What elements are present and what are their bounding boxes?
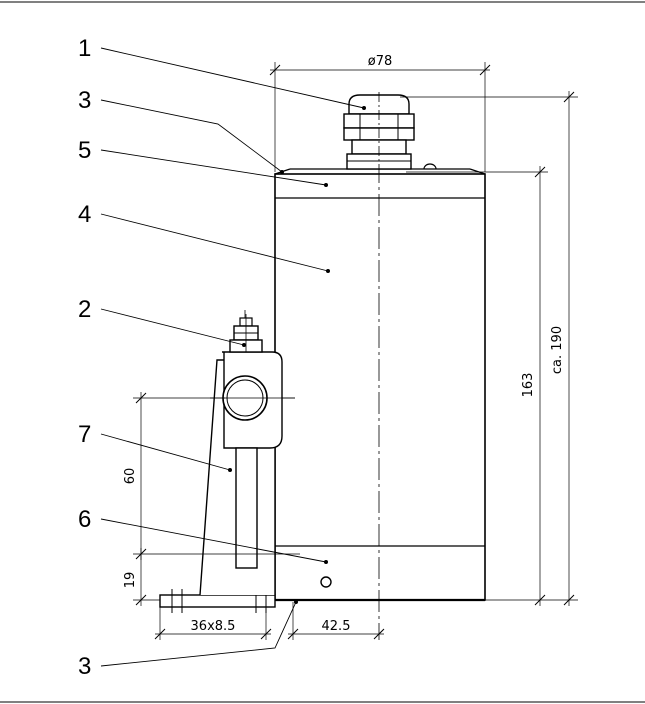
leader-7-dot — [228, 468, 232, 472]
dim-60-label: 60 — [123, 468, 138, 485]
bracket-slot — [235, 447, 258, 569]
dim-19-tick-bottom — [135, 594, 147, 606]
leader-2-dot — [242, 343, 246, 347]
dim-body-height: 163 — [406, 166, 548, 606]
dim-diameter-tick-left — [269, 64, 281, 76]
leader-7 — [100, 433, 231, 471]
leader-3-bottom-dot — [294, 600, 298, 604]
bottom-hole — [320, 576, 332, 588]
leader-2 — [100, 308, 245, 346]
lid-bevel-right — [469, 168, 486, 175]
cable-gland — [343, 92, 415, 170]
dim-slot: 36x8.5 — [154, 607, 272, 640]
leader-6-dot — [324, 560, 328, 564]
dim-190-label: ca. 190 — [550, 326, 565, 374]
leader-1 — [100, 47, 365, 109]
leader-4-dot — [326, 269, 330, 273]
callout-3-top: 3 — [78, 87, 91, 114]
dim-19-label: 19 — [123, 572, 138, 589]
lid-screw — [423, 163, 437, 170]
leader-3-top — [100, 99, 283, 173]
callout-1: 1 — [78, 35, 91, 62]
dim-base-height: 19 — [123, 548, 160, 606]
dim-offset: 42.5 — [287, 602, 385, 640]
dim-163-tick-bottom — [534, 594, 546, 606]
leader-5 — [100, 149, 327, 186]
callout-6: 6 — [78, 506, 91, 533]
dim-60-tick-top — [135, 392, 147, 404]
dim-diameter: ø78 — [269, 54, 491, 172]
cylinder-outline — [274, 173, 486, 601]
adjusting-screw — [229, 314, 263, 353]
mounting-bracket — [159, 351, 295, 613]
dim-190-tick-bottom — [563, 594, 575, 606]
leader-6 — [100, 518, 327, 563]
dim-diameter-label: ø78 — [368, 54, 393, 69]
leader-3-bottom — [100, 601, 297, 667]
leader-4 — [100, 213, 329, 272]
callout-2: 2 — [78, 296, 91, 323]
dim-diameter-tick-right — [479, 64, 491, 76]
dim-bracket-height: 60 — [123, 392, 300, 560]
callout-3-bottom: 3 — [78, 653, 91, 680]
callout-5: 5 — [78, 137, 91, 164]
leader-lines — [100, 47, 366, 667]
callout-4: 4 — [78, 201, 91, 228]
leader-5-dot — [324, 183, 328, 187]
dim-offset-label: 42.5 — [322, 619, 351, 634]
leader-3-top-dot — [280, 170, 284, 174]
dim-slot-tick-right — [260, 628, 272, 640]
dim-offset-tick-right — [373, 628, 385, 640]
dim-163-tick-top — [534, 166, 546, 178]
dim-total-height: ca. 190 — [400, 91, 578, 606]
dim-163-label: 163 — [521, 373, 536, 398]
dim-slot-label: 36x8.5 — [191, 619, 236, 634]
dim-offset-tick-left — [287, 628, 299, 640]
bracket-base-plate — [159, 594, 276, 608]
dim-slot-tick-left — [154, 628, 166, 640]
dim-190-tick-top — [563, 91, 575, 103]
leader-1-dot — [362, 106, 366, 110]
callout-7: 7 — [78, 421, 91, 448]
